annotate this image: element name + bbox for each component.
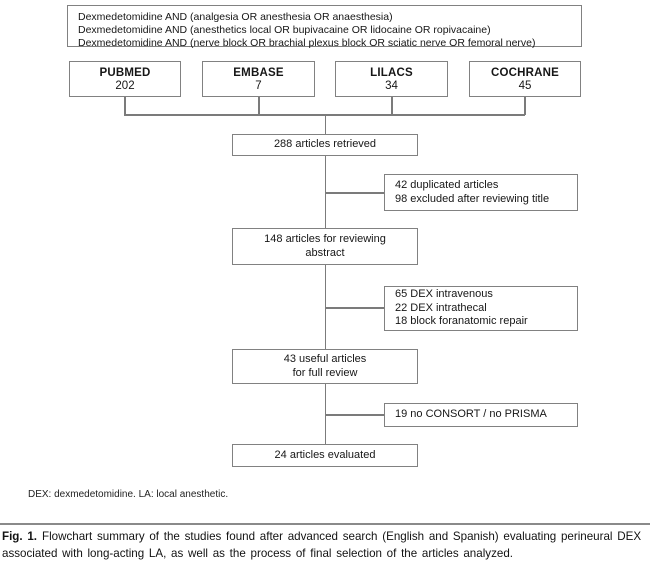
excluded-title-line: 98 excluded after reviewing title — [395, 192, 550, 205]
connector-branch-consort-exclusion — [324, 414, 385, 416]
database-name: PUBMED — [99, 66, 151, 79]
excluded-consort-text: 19 no CONSORT / no PRISMA — [395, 408, 547, 421]
caption-line-2: associated with long-acting LA, as well … — [2, 546, 650, 562]
database-name: LILACS — [370, 66, 413, 79]
connector-embase-down — [258, 97, 260, 115]
full-review-box: 43 useful articles for full review — [232, 349, 418, 384]
abbreviations-footnote: DEX: dexmedetomidine. LA: local anesthet… — [28, 489, 229, 500]
abstract-review-line: 148 articles for reviewing — [264, 233, 386, 245]
search-query-line: Dexmedetomidine AND (anesthetics local O… — [78, 23, 491, 36]
caption-divider — [0, 523, 650, 525]
excluded-abstract-line: 22 DEX intrathecal — [395, 301, 487, 314]
database-count: 7 — [255, 79, 262, 92]
excluded-abstract-box: 65 DEX intravenous 22 DEX intrathecal 18… — [384, 286, 578, 331]
connector-branch-abstract-exclusion — [324, 307, 385, 309]
caption-text-1: Flowchart summary of the studies found a… — [42, 530, 642, 543]
excluded-abstract-line: 65 DEX intravenous — [395, 288, 493, 301]
retrieved-text: 288 articles retrieved — [273, 138, 377, 151]
database-count: 202 — [115, 79, 135, 92]
connector-branch-title-exclusion — [324, 192, 385, 194]
excluded-consort-box: 19 no CONSORT / no PRISMA — [384, 403, 578, 427]
database-box-pubmed: PUBMED 202 — [69, 61, 181, 97]
evaluated-box: 24 articles evaluated — [232, 444, 418, 467]
figure-caption: Fig. 1. Flowchart summary of the studies … — [2, 529, 650, 562]
full-review-line: 43 useful articles — [283, 353, 367, 365]
database-count: 45 — [518, 79, 532, 92]
database-count: 34 — [385, 79, 398, 92]
caption-text-2: associated with long-acting LA, as well … — [2, 546, 513, 560]
database-name: COCHRANE — [490, 66, 560, 79]
retrieved-box: 288 articles retrieved — [232, 134, 418, 156]
caption-label: Fig. 1. — [2, 530, 37, 543]
caption-line-1: Fig. 1. Flowchart summary of the studies … — [2, 529, 650, 546]
database-name: EMBASE — [233, 66, 284, 79]
connector-cochrane-down — [524, 97, 526, 115]
excluded-abstract-line: 18 block foranatomic repair — [395, 315, 528, 328]
connector-collector-to-retrieved — [324, 114, 326, 134]
connector-pubmed-down — [124, 97, 126, 115]
excluded-title-line: 42 duplicated articles — [395, 179, 499, 191]
search-query-line: Dexmedetomidine AND (nerve block OR brac… — [78, 36, 536, 49]
excluded-title-box: 42 duplicated articles 98 excluded after… — [384, 174, 578, 211]
connector-lilacs-down — [391, 97, 393, 115]
database-box-cochrane: COCHRANE 45 — [469, 61, 581, 97]
search-query-line: Dexmedetomidine AND (analgesia OR anesth… — [78, 11, 393, 23]
search-query-box: Dexmedetomidine AND (analgesia OR anesth… — [67, 5, 582, 49]
database-box-lilacs: LILACS 34 — [335, 61, 448, 97]
database-box-embase: EMBASE 7 — [202, 61, 315, 97]
full-review-line: for full review — [292, 366, 358, 379]
abstract-review-line: abstract — [305, 246, 345, 259]
evaluated-text: 24 articles evaluated — [274, 448, 376, 461]
abstract-review-box: 148 articles for reviewing abstract — [232, 228, 418, 265]
